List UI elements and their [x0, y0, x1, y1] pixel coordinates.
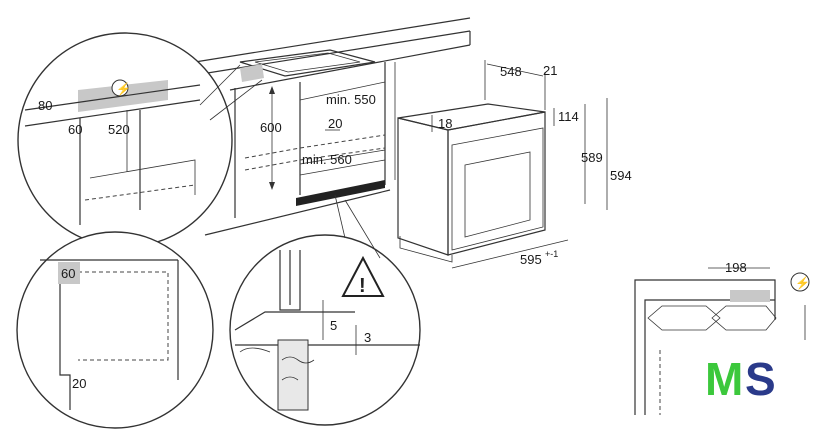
dim-min560: min. 560: [302, 152, 352, 167]
oven: [397, 103, 546, 263]
dim-60-side: 60: [61, 266, 75, 281]
dim-80: 80: [38, 98, 52, 113]
right-side-drawing: 198 ⚡: [634, 260, 810, 415]
dim-3: 3: [364, 330, 371, 345]
dim-min550: min. 550: [326, 92, 376, 107]
dim-5: 5: [330, 318, 337, 333]
detail-circle-worktop: ⚡ 80 60 520: [17, 32, 264, 248]
oven-dimensions: 548 21 18 114 589 594 595 +-1: [431, 60, 632, 269]
dim-520: 520: [108, 122, 130, 137]
lightning-icon-right: ⚡: [795, 276, 810, 290]
dim-589: 589: [581, 150, 603, 165]
dim-548: 548: [500, 64, 522, 79]
lightning-icon: ⚡: [116, 82, 131, 96]
dim-60-top: 60: [68, 122, 82, 137]
dim-18: 18: [438, 116, 452, 131]
dim-595-tolerance: +-1: [545, 249, 558, 259]
warning-icon: !: [359, 275, 366, 297]
logo-letter-m: M: [705, 353, 743, 405]
dim-114: 114: [558, 109, 579, 124]
detail-circle-side: 60 20: [16, 231, 214, 429]
ms-logo: M S: [705, 353, 776, 405]
cabinet-outline: [194, 17, 471, 236]
dim-594: 594: [610, 168, 632, 183]
dim-21: 21: [543, 63, 557, 78]
cabinet-dimensions: 600 min. 550 20 min. 560: [260, 81, 386, 190]
dim-198: 198: [725, 260, 747, 275]
detail-circle-bottom: 5 3 !: [229, 194, 421, 426]
dim-600: 600: [260, 120, 282, 135]
logo-letter-s: S: [745, 353, 776, 405]
dim-20-cabinet: 20: [328, 116, 342, 131]
dim-20-side: 20: [72, 376, 86, 391]
dim-595: 595: [520, 252, 542, 267]
